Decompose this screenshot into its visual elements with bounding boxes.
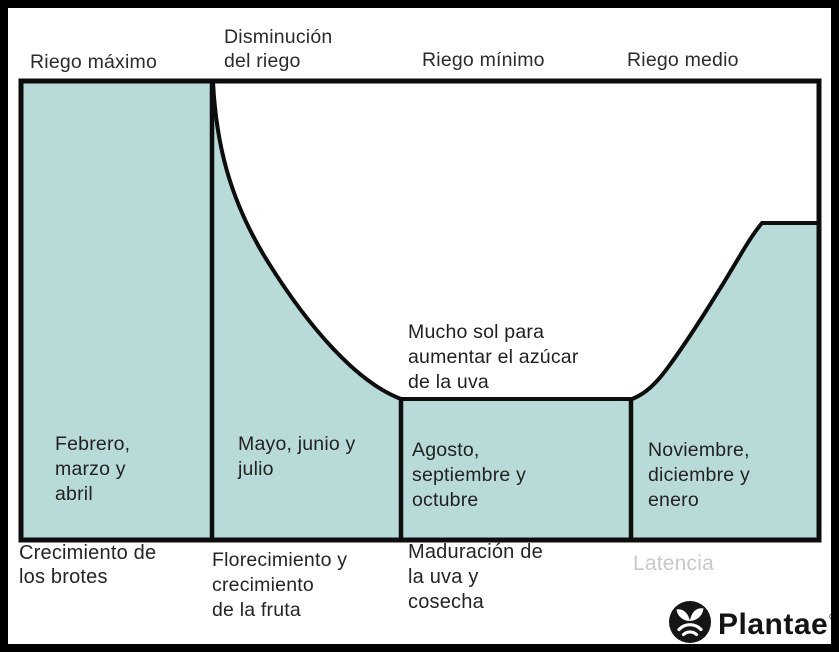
months-agosto-septiembre-octubre: Agosto, septiembre y octubre (412, 439, 527, 511)
irrigation-curve-line (211, 80, 820, 401)
stage-maduracion-cosecha: Maduración de la uva y cosecha (408, 541, 543, 613)
stage-crecimiento-brotes: Crecimiento de los brotes (19, 542, 157, 588)
months-febrero-marzo-abril: Febrero, marzo y abril (55, 433, 131, 505)
plantae-logo-icon (669, 600, 711, 643)
label-disminucion-del-riego: Disminución del riego (224, 26, 333, 72)
plantae-logo: Plantae® (668, 596, 837, 647)
stage-latencia: Latencia (633, 552, 714, 575)
irrigation-area (22, 82, 818, 539)
annotation-mucho-sol: Mucho sol para aumentar el azúcar de la … (408, 321, 579, 393)
stage-florecimiento-fruta: Florecimiento y crecimiento de la fruta (212, 549, 348, 621)
label-riego-maximo: Riego máximo (30, 51, 158, 73)
label-riego-minimo: Riego mínimo (422, 49, 545, 71)
months-mayo-junio-julio: Mayo, junio y julio (238, 433, 356, 480)
registered-mark: ® (829, 612, 838, 623)
plantae-logo-text: Plantae® (718, 608, 838, 641)
chart-border (18, 78, 822, 543)
months-noviembre-diciembre-enero: Noviembre, diciembre y enero (648, 439, 750, 511)
label-riego-medio: Riego medio (627, 49, 739, 71)
